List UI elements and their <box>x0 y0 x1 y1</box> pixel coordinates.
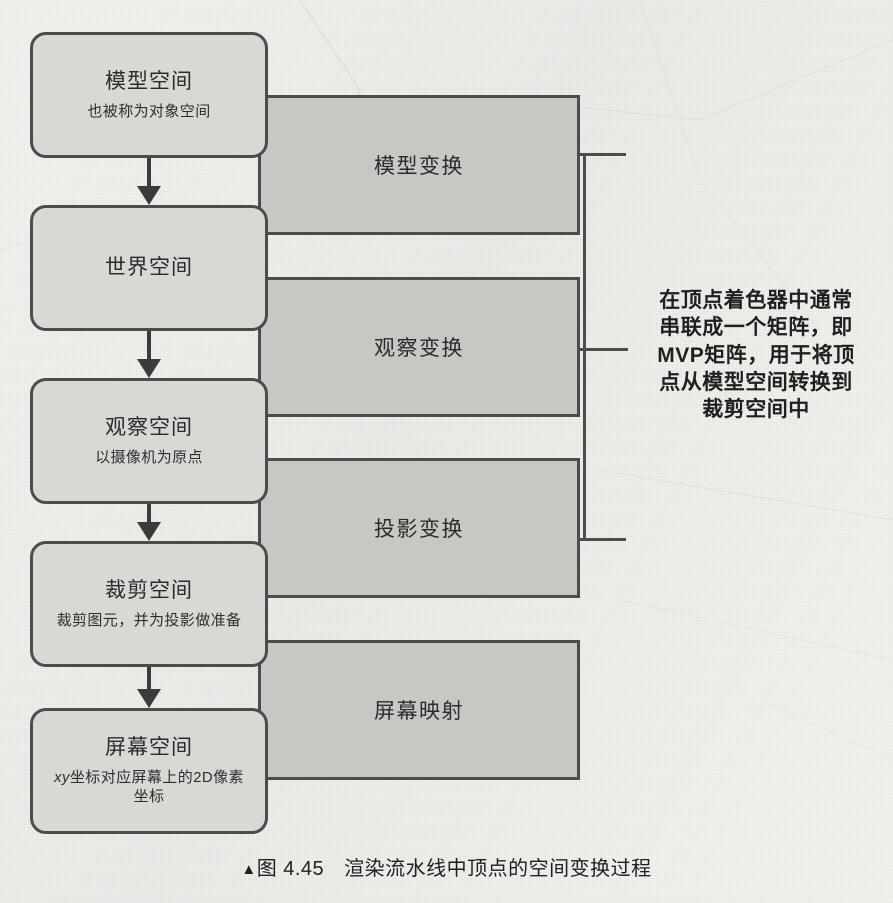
figure-caption: ▲图 4.45 渲染流水线中顶点的空间变换过程 <box>0 852 893 881</box>
transform-box-label: 屏幕映射 <box>374 700 464 723</box>
flow-arrow-world-to-view <box>137 331 161 378</box>
annotation-mvp-matrix: 在顶点着色器中通常 串联成一个矩阵，即 MVP矩阵，用于将顶 点从模型空间转换到… <box>625 287 887 423</box>
flow-arrow-model-to-world <box>137 158 161 205</box>
annotation-line: MVP矩阵，用于将顶 <box>657 343 855 367</box>
transform-box-screen-mapping[interactable]: 屏幕映射 <box>258 640 580 780</box>
brace-stub-projection-transform <box>578 538 626 541</box>
flow-arrow-view-to-clip <box>137 504 161 541</box>
space-box-title: 模型空间 <box>105 69 193 93</box>
annotation-line: 裁剪空间中 <box>702 398 810 422</box>
space-box-world-space[interactable]: 世界空间 <box>30 205 268 331</box>
space-box-subtitle-italic-prefix: xy <box>54 769 70 787</box>
space-box-title: 观察空间 <box>105 415 193 439</box>
brace-pointer-to-annotation <box>583 348 628 351</box>
transform-box-model-transform[interactable]: 模型变换 <box>258 95 580 235</box>
space-box-clip-space[interactable]: 裁剪空间 裁剪图元，并为投影做准备 <box>30 541 268 667</box>
space-box-view-space[interactable]: 观察空间 以摄像机为原点 <box>30 378 268 504</box>
brace-spine <box>583 153 586 541</box>
space-box-subtitle: 也被称为对象空间 <box>87 102 211 120</box>
space-box-subtitle: 以摄像机为原点 <box>95 448 203 466</box>
brace-stub-model-transform <box>578 153 626 156</box>
caption-text: 渲染流水线中顶点的空间变换过程 <box>344 858 652 880</box>
space-box-title: 裁剪空间 <box>105 578 193 602</box>
space-box-model-space[interactable]: 模型空间 也被称为对象空间 <box>30 32 268 158</box>
space-box-title: 世界空间 <box>105 256 193 280</box>
flow-arrow-clip-to-screen <box>137 667 161 708</box>
caption-triangle-icon: ▲ <box>241 861 257 878</box>
annotation-line: 点从模型空间转换到 <box>659 370 853 394</box>
transform-box-label: 观察变换 <box>374 337 464 360</box>
space-box-subtitle: 裁剪图元，并为投影做准备 <box>56 611 242 629</box>
transform-box-view-transform[interactable]: 观察变换 <box>258 277 580 417</box>
space-box-screen-space[interactable]: 屏幕空间 xy坐标对应屏幕上的2D像素坐标 <box>30 708 268 834</box>
space-box-title: 屏幕空间 <box>105 736 193 760</box>
space-box-subtitle: xy坐标对应屏幕上的2D像素坐标 <box>33 769 265 807</box>
transform-box-label: 投影变换 <box>374 518 464 541</box>
transform-box-label: 模型变换 <box>374 155 464 178</box>
annotation-line: 在顶点着色器中通常 <box>659 289 853 312</box>
caption-number: 图 4.45 <box>256 858 325 880</box>
transform-box-projection-transform[interactable]: 投影变换 <box>258 458 580 598</box>
space-box-subtitle-rest: 坐标对应屏幕上的2D像素坐标 <box>69 769 244 806</box>
annotation-line: 串联成一个矩阵，即 <box>659 316 853 340</box>
